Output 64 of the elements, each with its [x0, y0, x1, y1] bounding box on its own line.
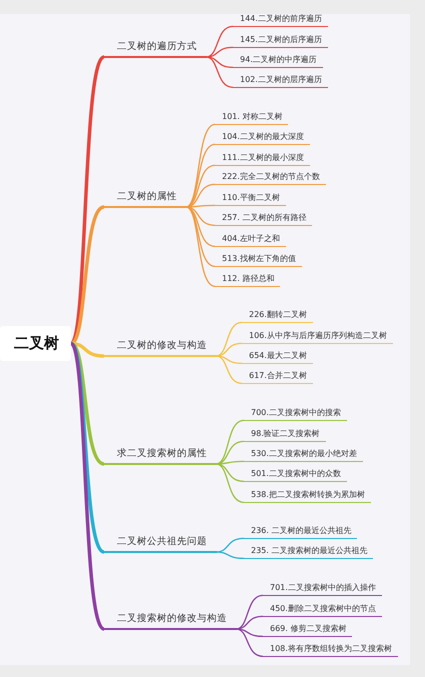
leaf-label: 404.左叶子之和: [215, 233, 286, 247]
branch-line: [186, 206, 216, 267]
leaf-label: 654.最大二叉树: [242, 350, 313, 364]
branch-line: [186, 144, 216, 208]
topic-label: 二叉树的属性: [104, 191, 187, 208]
leaf-label: 701.二叉搜索树中的插入操作: [263, 582, 382, 596]
root-box: 二叉树: [0, 326, 71, 361]
leaf-label: 501.二叉搜索树中的众数: [244, 468, 347, 482]
leaf-label: 513.找树左下角的值: [215, 253, 302, 267]
branch-line: [206, 56, 234, 68]
topic-label: 二叉树的遍历方式: [104, 41, 207, 58]
topic-label: 二叉树的修改与构造: [104, 340, 217, 357]
leaf-label: 102.二叉树的层序遍历: [233, 74, 328, 88]
branch-line: [236, 616, 264, 630]
branch-line: [70, 205, 105, 345]
branch-line: [216, 463, 244, 482]
branch-line: [70, 342, 106, 554]
branch-line: [216, 322, 242, 357]
leaf-label: 101. 对称二叉树: [215, 111, 288, 125]
leaf-label: 235. 二叉搜索树的最近公共祖先: [244, 545, 374, 559]
branch-line: [206, 46, 234, 58]
leaf-label: 226.翻转二叉树: [242, 309, 313, 323]
leaf-label: 530.二叉搜索树的最小绝对差: [244, 448, 363, 462]
leaf-label: 669. 修剪二叉搜索树: [263, 623, 352, 637]
topic-label: 二叉搜索树的修改与构造: [104, 613, 237, 630]
branch-line: [206, 56, 234, 88]
leaf-label: 106.从中序与后序遍历序列构造二叉树: [242, 330, 393, 344]
leaf-label: 236. 二叉树的最近公共祖先: [244, 525, 358, 539]
branch-line: [216, 342, 242, 357]
leaf-label: 450.删除二叉搜索树中的节点: [263, 603, 382, 617]
leaf-label: 110.平衡二叉树: [215, 192, 286, 206]
branch-line: [216, 420, 244, 465]
branch-line: [236, 594, 264, 630]
branch-line: [186, 206, 216, 287]
leaf-label: 111.二叉树的最小深度: [215, 152, 310, 166]
topic-label: 二叉树公共祖先问题: [104, 536, 217, 553]
branch-line: [216, 460, 244, 465]
branch-line: [216, 440, 244, 465]
topic-label: 求二叉搜索树的属性: [104, 448, 217, 465]
branch-line: [216, 463, 244, 503]
leaf-label: 94.二叉树的中序遍历: [233, 54, 323, 68]
leaf-label: 257. 二叉树的所有路径: [215, 212, 312, 226]
leaf-label: 145.二叉树的后序遍历: [233, 34, 328, 48]
branch-line: [70, 56, 106, 344]
leaf-label: 700.二叉搜索树中的搜索: [244, 407, 347, 421]
branch-line: [216, 355, 242, 384]
branch-line: [206, 26, 234, 58]
leaf-label: 617.合并二叉树: [242, 370, 313, 384]
branch-line: [186, 204, 215, 208]
leaf-label: 538.把二叉搜索树转换为累加树: [244, 489, 371, 503]
branch-line: [216, 538, 244, 553]
leaf-label: 112. 路径总和: [215, 273, 280, 287]
leaf-label: 144.二叉树的前序遍历: [233, 13, 328, 27]
branch-line: [70, 342, 106, 630]
leaf-label: 104.二叉树的最大深度: [215, 131, 310, 145]
leaf-label: 222.完全二叉树的节点个数: [215, 171, 326, 185]
branch-line: [236, 628, 264, 637]
branch-line: [70, 342, 104, 358]
branch-line: [236, 628, 264, 657]
leaf-label: 108.将有序数组转换为二叉搜索树: [263, 643, 398, 657]
branch-line: [216, 355, 242, 364]
branch-line: [186, 124, 216, 208]
branch-line: [216, 551, 244, 559]
leaf-label: 98.验证二叉搜索树: [244, 428, 326, 442]
